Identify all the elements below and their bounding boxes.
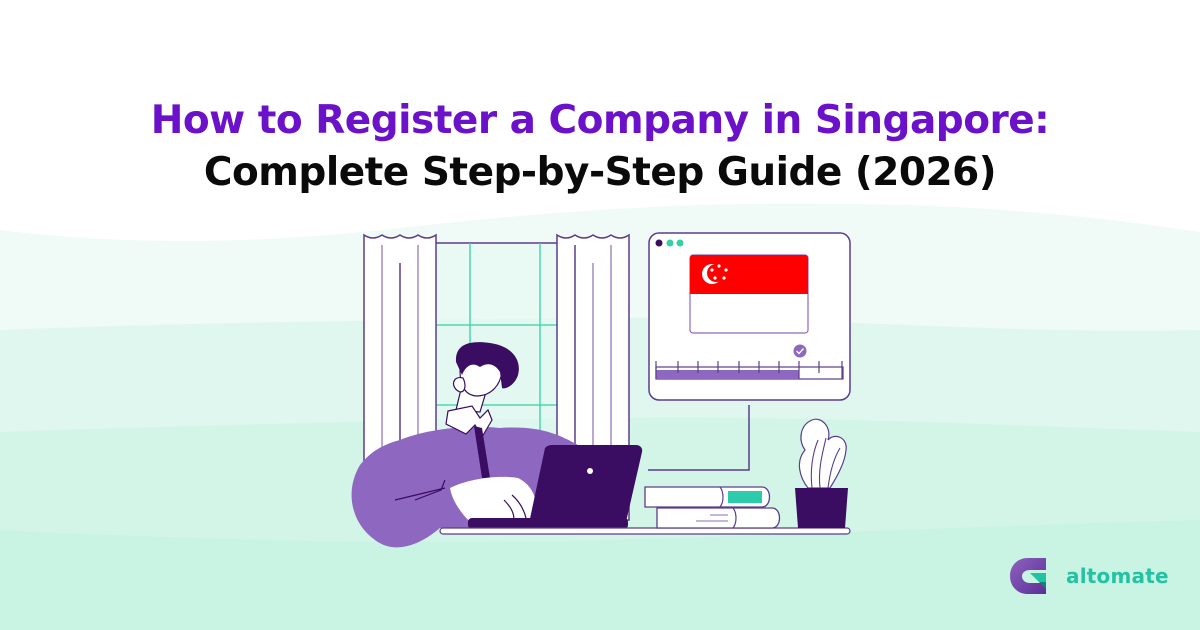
browser-window [648, 232, 851, 401]
check-icon [793, 344, 807, 358]
desk [439, 527, 851, 535]
page-title: How to Register a Company in Singapore: … [0, 95, 1200, 199]
laptop-icon [468, 445, 643, 529]
title-line-2: Complete Step-by-Step Guide (2026) [203, 150, 997, 195]
brand-logo[interactable]: altomate [1008, 556, 1169, 596]
altomate-logo-icon [1010, 558, 1046, 594]
singapore-flag-icon [689, 254, 809, 334]
title-line-1: How to Register a Company in Singapore: [150, 98, 1050, 143]
progress-bar [655, 361, 844, 380]
potted-plant-icon [795, 418, 848, 528]
brand-name: altomate [1066, 564, 1169, 588]
books-stack [644, 486, 781, 529]
